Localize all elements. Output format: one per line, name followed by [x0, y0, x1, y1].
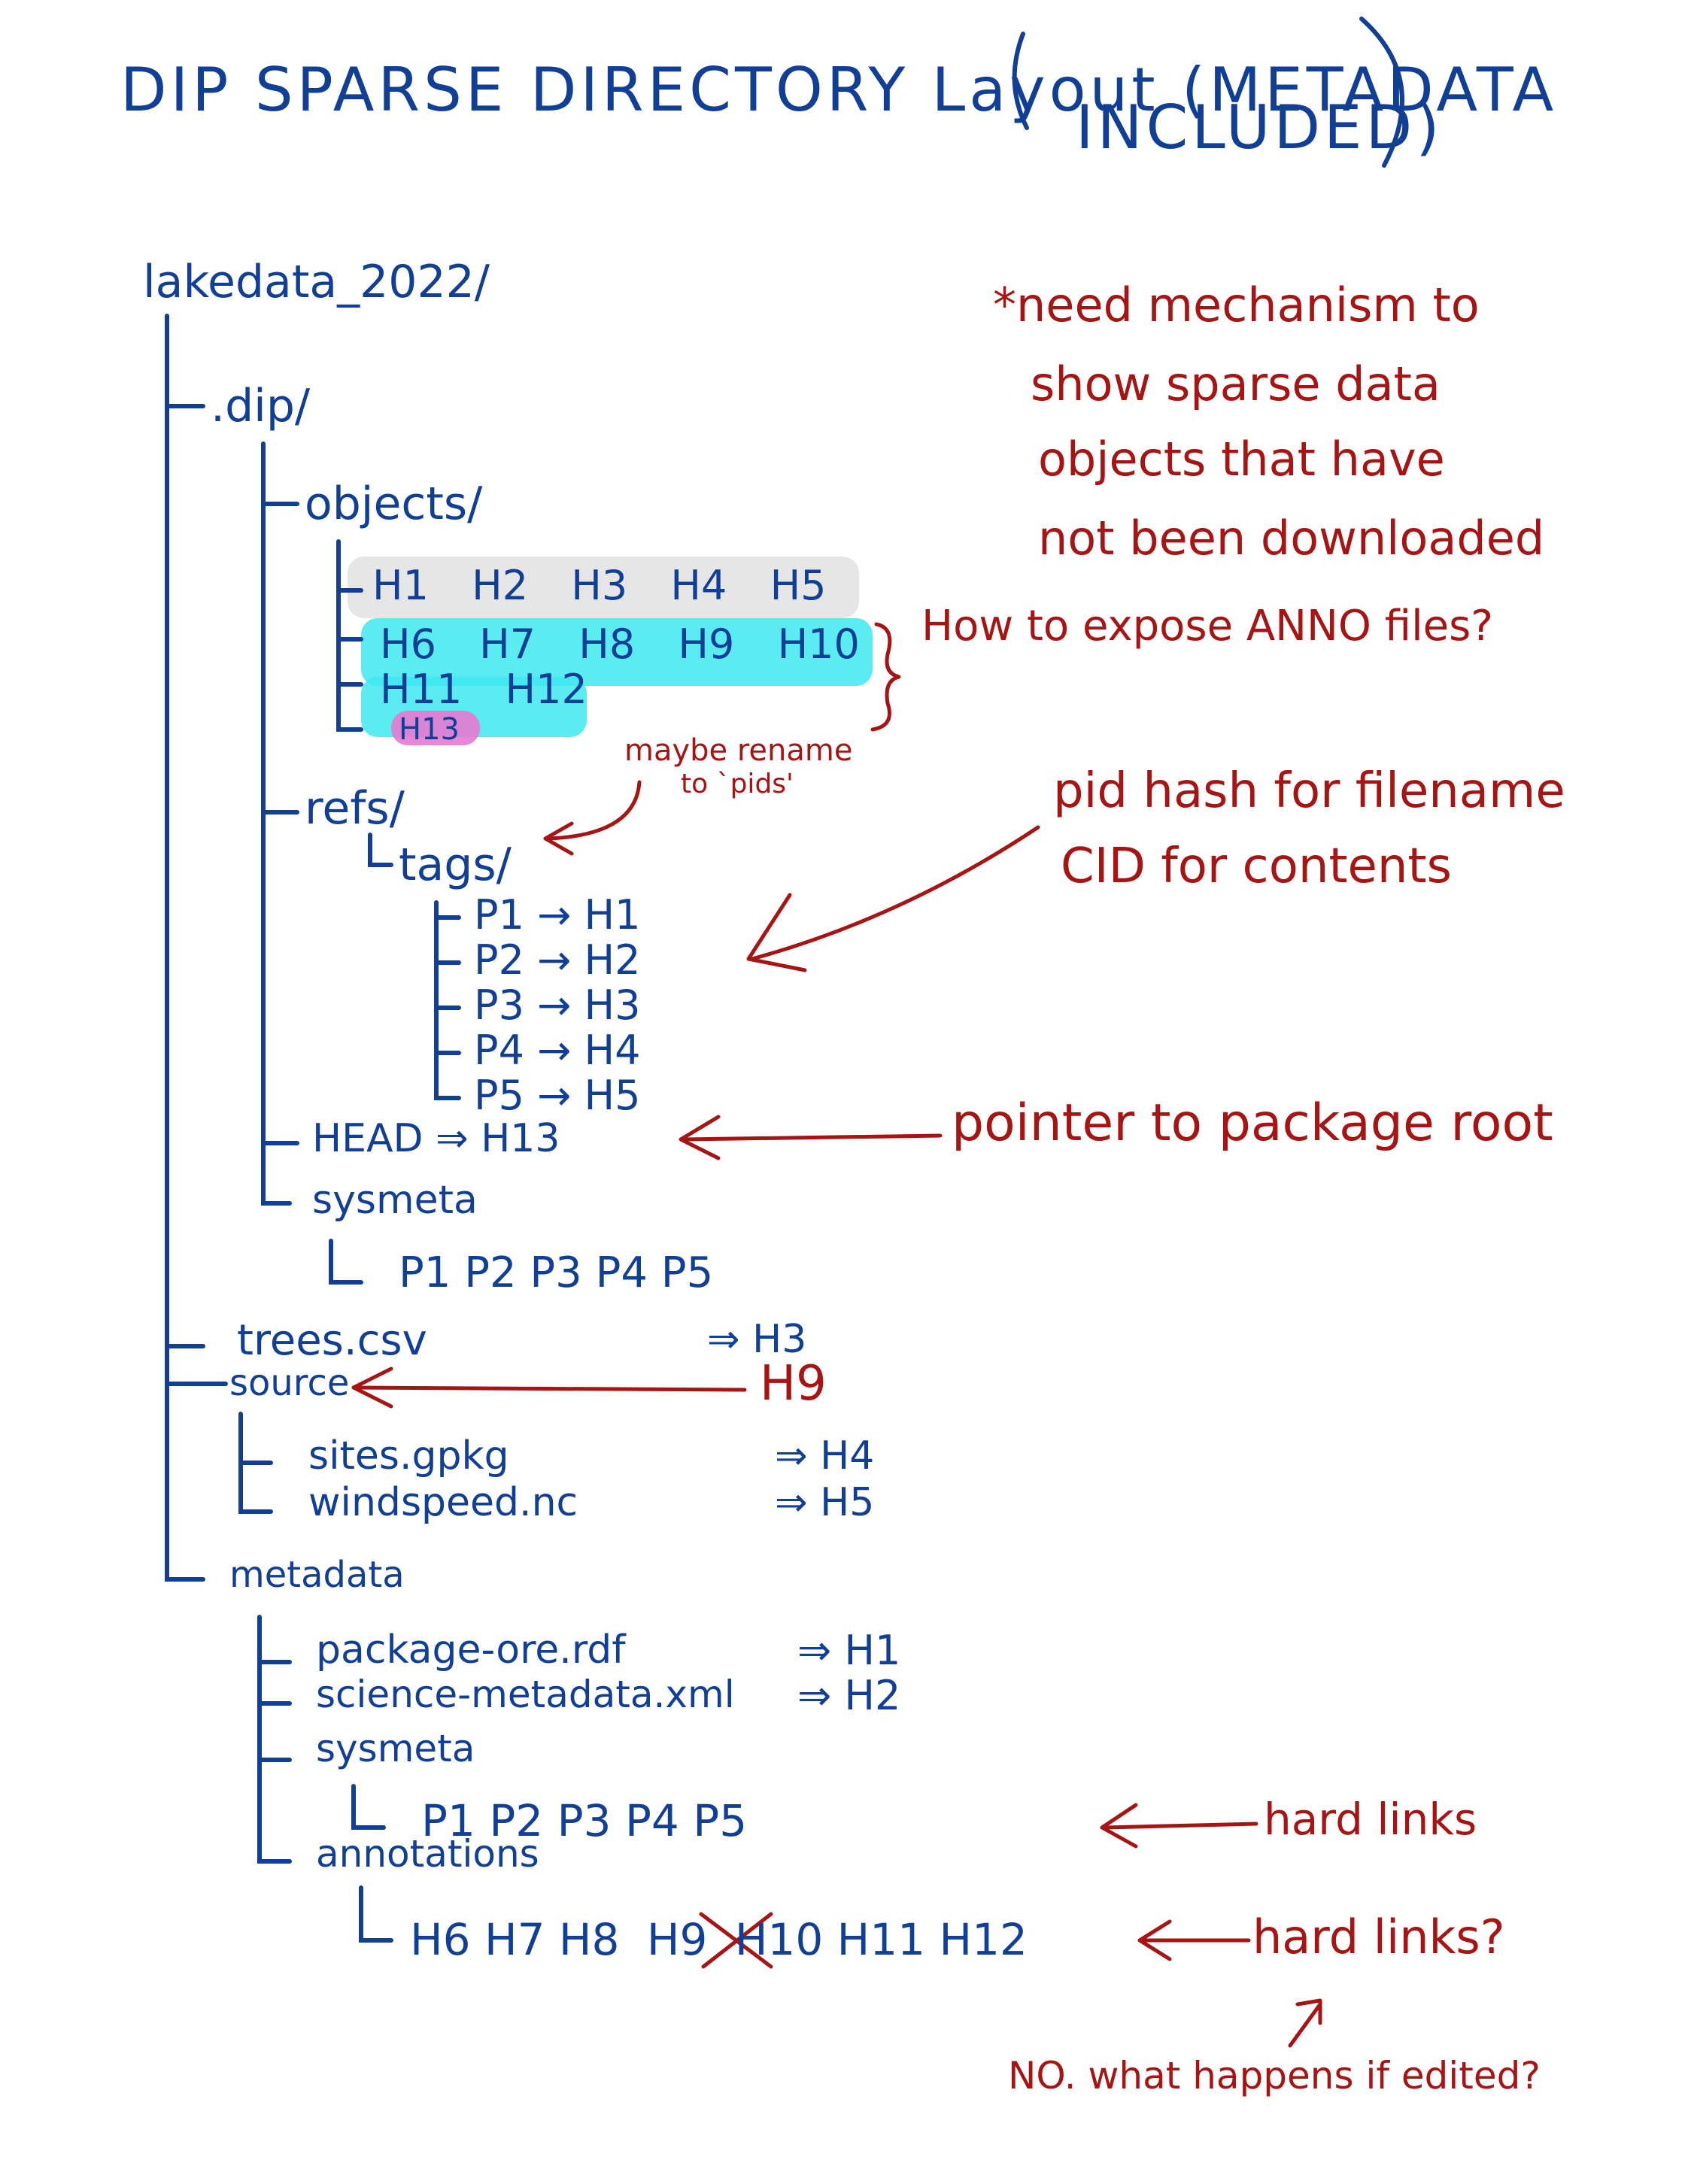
tag-mapping: P2 → H2 — [474, 936, 641, 984]
windspeed-file-label: windspeed.nc — [308, 1480, 578, 1525]
science-metadata-file-target: ⇒ H2 — [797, 1672, 901, 1719]
root-dir-label: lakedata_2022/ — [143, 256, 490, 308]
note-rename-line2: to `pids' — [681, 769, 794, 799]
md-sysmeta-label: sysmeta — [316, 1727, 475, 1770]
annotation-items-a: H6 H7 H8 — [410, 1914, 620, 1965]
objects-row: H6 H7 H8 H9 H10 — [380, 620, 860, 668]
science-metadata-file-label: science-metadata.xml — [316, 1673, 735, 1716]
objects-row: H1 H2 H3 H4 H5 — [372, 562, 827, 609]
annotation-items-b: H10 H11 H12 — [734, 1914, 1028, 1965]
metadata-dir-label: metadata — [229, 1554, 405, 1596]
note-pid-line1: pid hash for filename — [1053, 763, 1565, 819]
page-title: DIP SPARSE DIRECTORY Layout (METADATA — [120, 55, 1558, 125]
page-title-line2: INCLUDED) — [1076, 93, 1444, 162]
note-pointer: pointer to package root — [952, 1094, 1553, 1153]
objects-row: H13 — [399, 712, 460, 747]
annotation-item-struck: H9 — [646, 1914, 708, 1965]
note-pid-line2: CID for contents — [1061, 839, 1452, 894]
trees-file-target: ⇒ H3 — [707, 1317, 807, 1362]
annotation-items: H6 H7 H8 H9 H10 H11 H12 — [410, 1918, 1028, 1961]
note-sparse-line2: show sparse data — [1031, 356, 1441, 411]
md-sysmeta-items: P1 P2 P3 P4 P5 — [421, 1795, 748, 1846]
tag-mapping: P4 → H4 — [474, 1027, 641, 1074]
dip-sysmeta-label: sysmeta — [312, 1178, 478, 1223]
sites-file-target: ⇒ H4 — [775, 1433, 875, 1479]
dip-dir-label: .dip/ — [211, 380, 311, 432]
source-target: H9 — [760, 1356, 827, 1412]
objects-dir-label: objects/ — [305, 478, 483, 530]
note-hard-links-question: hard links? — [1252, 1909, 1505, 1964]
note-anno-files: How to expose ANNO files? — [921, 602, 1493, 651]
head-pointer: HEAD ⇒ H13 — [312, 1116, 560, 1161]
tags-dir-label: tags/ — [399, 839, 512, 891]
note-hard-links: hard links — [1264, 1794, 1477, 1845]
package-ore-file-target: ⇒ H1 — [797, 1627, 901, 1674]
dip-sysmeta-items: P1 P2 P3 P4 P5 — [399, 1248, 714, 1297]
tag-mapping: P3 → H3 — [474, 981, 641, 1029]
tag-mapping: P5 → H5 — [474, 1072, 641, 1119]
note-sparse-line1: *need mechanism to — [993, 278, 1480, 332]
refs-dir-label: refs/ — [305, 782, 405, 835]
objects-row: H11 H12 — [380, 666, 587, 713]
sites-file-label: sites.gpkg — [308, 1433, 509, 1479]
objects-row2-highlight — [361, 618, 873, 686]
note-no-edit: NO. what happens if edited? — [1008, 2054, 1541, 2098]
annotations-dir-label: annotations — [316, 1832, 539, 1876]
note-sparse-line4: not been downloaded — [1038, 511, 1545, 566]
objects-row4-highlight — [391, 711, 480, 745]
objects-row1-highlight — [348, 557, 859, 618]
source-dir-label: source — [229, 1362, 350, 1404]
package-ore-file-label: package-ore.rdf — [316, 1627, 626, 1673]
windspeed-file-target: ⇒ H5 — [775, 1480, 875, 1525]
trees-file-label: trees.csv — [237, 1316, 427, 1365]
tag-mapping: P1 → H1 — [474, 891, 641, 939]
note-rename-line1: maybe rename — [624, 733, 853, 768]
note-sparse-line3: objects that have — [1038, 432, 1445, 487]
